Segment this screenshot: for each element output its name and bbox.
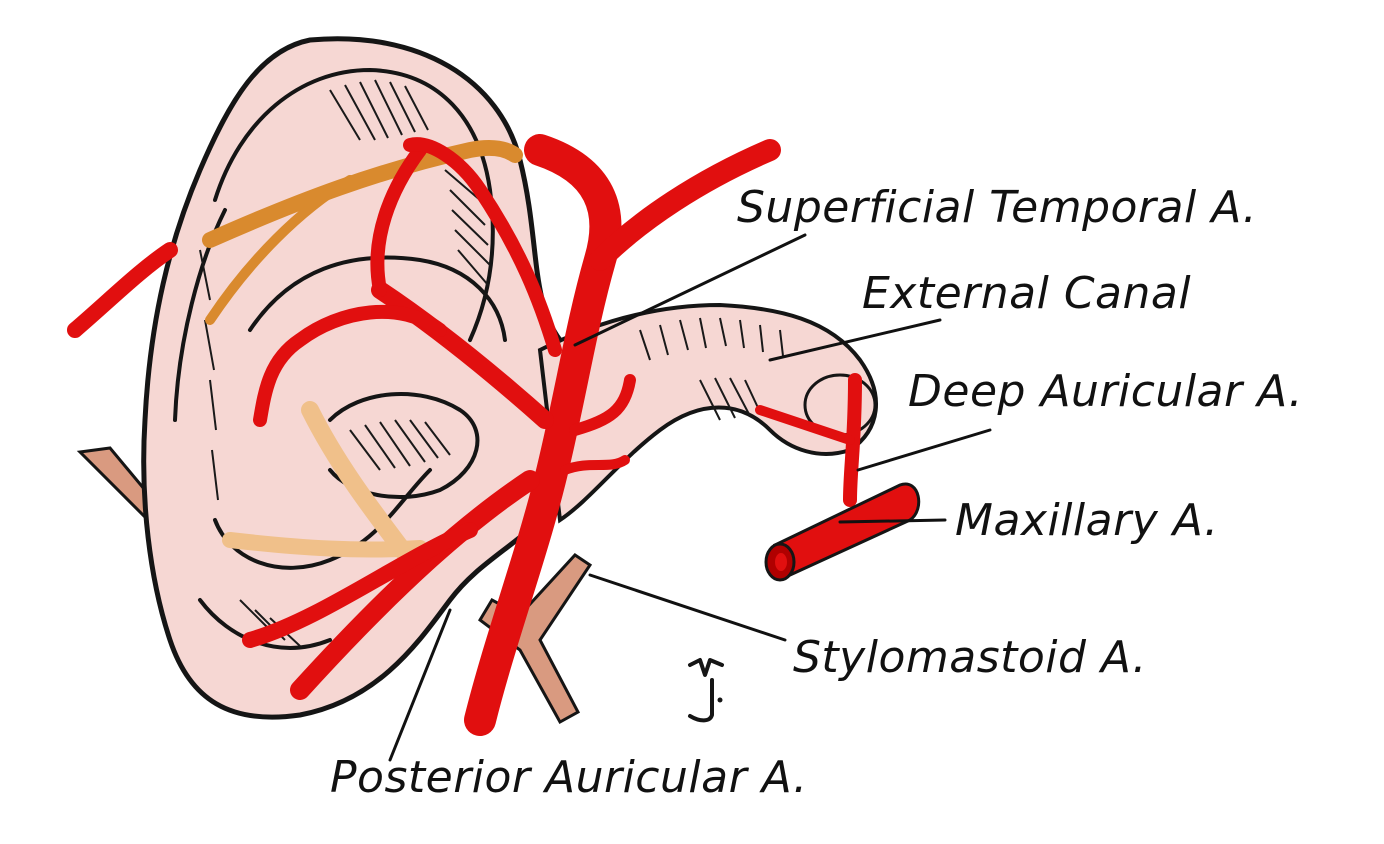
label-deep-auricular-artery: Deep Auricular A. [908, 366, 1303, 417]
superficial-temporal-trunk [464, 134, 622, 736]
leader-lines [388, 233, 992, 762]
artery-network [67, 134, 862, 736]
label-external-canal: External Canal [862, 268, 1191, 319]
posterior-auricular-branch [290, 470, 540, 700]
superficial-temporal-frontal-branch [589, 139, 781, 271]
labels: Superficial Temporal A. External Canal D… [330, 182, 1303, 803]
label-posterior-auricular-artery: Posterior Auricular A. [330, 752, 808, 803]
label-superficial-temporal-artery: Superficial Temporal A. [737, 182, 1257, 233]
label-maxillary-artery: Maxillary A. [955, 495, 1219, 546]
deep-auricular-artery [843, 373, 862, 507]
artist-monogram [688, 658, 724, 723]
label-stylomastoid-artery: Stylomastoid A. [793, 632, 1147, 683]
